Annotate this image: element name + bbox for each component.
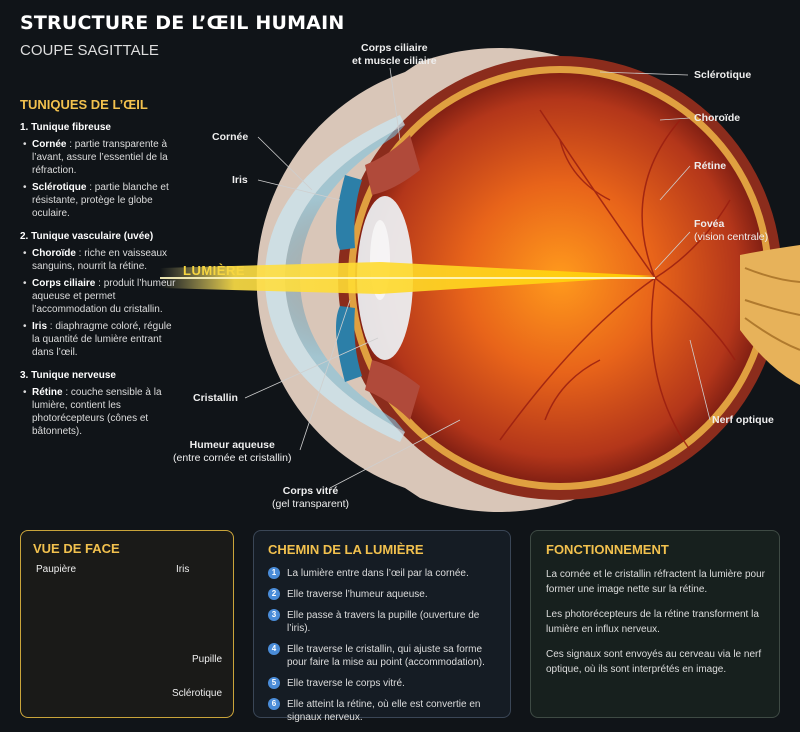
panel-fonctionnement: FONCTIONNEMENT La cornée et le cristalli…	[530, 530, 780, 718]
face-label-pupille: Pupille	[192, 654, 223, 665]
iris-shape	[336, 175, 362, 250]
tunique-item: Corps ciliaire : produit l’humeur aqueus…	[20, 277, 180, 316]
step-number: 2	[268, 588, 280, 600]
tuniques-heading: TUNIQUES DE L’ŒIL	[20, 97, 148, 112]
step-number: 1	[268, 567, 280, 579]
page-title: STRUCTURE DE L’ŒIL HUMAIN	[20, 12, 345, 34]
paragraph: La cornée et le cristallin réfractent la…	[546, 569, 765, 595]
tunique-title: 2. Tunique vasculaire (uvée)	[20, 231, 154, 242]
fonctionnement-heading: FONCTIONNEMENT	[546, 542, 669, 557]
label-humeur-aqueuse: Humeur aqueuse(entre cornée et cristalli…	[173, 439, 292, 464]
tunique-item: Choroïde : riche en vaisseaux sanguins, …	[20, 247, 180, 273]
tunique-item: Sclérotique : partie blanche et résistan…	[20, 181, 180, 220]
tuniques-section: TUNIQUES DE L’ŒIL 1. Tunique fibreuse Co…	[20, 98, 180, 448]
tunique-nerveuse: 3. Tunique nerveuse Rétine : couche sens…	[20, 369, 180, 438]
tunique-item: Cornée : partie transparente à l’avant, …	[20, 138, 180, 177]
label-cristallin: Cristallin	[193, 392, 238, 404]
label-fovea: Fovéa(vision centrale)	[694, 218, 769, 243]
label-retine: Rétine	[694, 160, 727, 172]
label-corps-vitre: Corps vitré(gel transparent)	[272, 485, 350, 510]
face-label-iris: Iris	[176, 564, 190, 575]
tunique-title: 1. Tunique fibreuse	[20, 122, 111, 133]
step-number: 5	[268, 677, 280, 689]
tunique-title: 3. Tunique nerveuse	[20, 370, 116, 381]
step-number: 3	[268, 609, 280, 621]
tunique-item: Iris : diaphragme coloré, régule la quan…	[20, 320, 180, 359]
step-number: 4	[268, 643, 280, 655]
paragraph: Les photorécepteurs de la rétine transfo…	[546, 609, 759, 635]
tunique-vasculaire: 2. Tunique vasculaire (uvée) Choroïde : …	[20, 230, 180, 359]
label-iris: Iris	[232, 174, 248, 186]
label-choroide: Choroïde	[694, 112, 741, 124]
tunique-item: Rétine : couche sensible à la lumière, c…	[20, 386, 180, 438]
face-label-paupiere: Paupière	[36, 564, 77, 575]
retina-vessels	[499, 109, 736, 451]
page-subtitle: COUPE SAGITTALE	[20, 42, 159, 59]
paragraph: Ces signaux sont envoyés au cerveau via …	[546, 649, 762, 675]
fonctionnement-text: La cornée et le cristallin réfractent la…	[546, 567, 771, 687]
vue-de-face-heading: VUE DE FACE	[33, 541, 120, 556]
tunique-fibreuse: 1. Tunique fibreuse Cornée : partie tran…	[20, 121, 180, 220]
panel-vue-de-face: VUE DE FACE	[20, 530, 234, 718]
cornea-shape	[265, 115, 405, 442]
label-nerf-optique: Nerf optique	[712, 414, 774, 426]
chemin-heading: CHEMIN DE LA LUMIÈRE	[268, 542, 424, 557]
face-label-sclerotique: Sclérotique	[172, 688, 223, 699]
label-sclerotique: Sclérotique	[694, 69, 752, 81]
label-lumiere: LUMIÈRE	[183, 263, 245, 278]
step-number: 6	[268, 698, 280, 710]
label-cornee: Cornée	[212, 131, 249, 143]
